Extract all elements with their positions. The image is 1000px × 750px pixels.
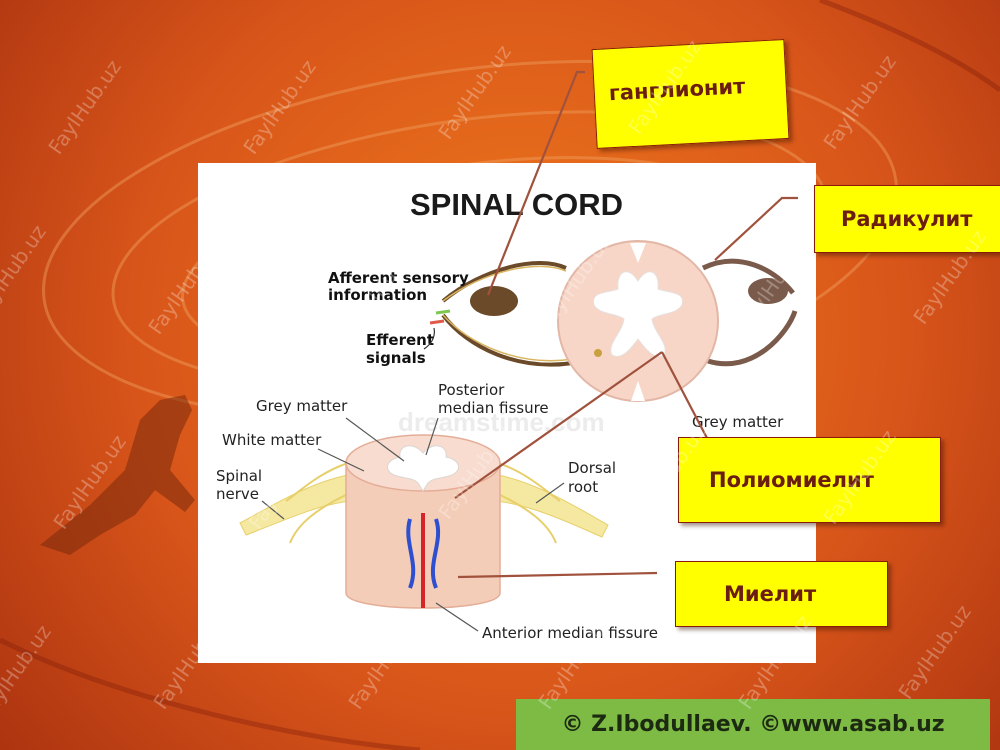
right-nerve-lower — [707, 310, 798, 367]
diagram-title: SPINAL CORD — [410, 187, 623, 222]
callout-poliomielit-text: Полиомиелит — [709, 468, 874, 492]
label-efferent-line1: Efferent — [366, 331, 434, 349]
label-afferent-line2: information — [328, 286, 427, 304]
credit-text: © Z.Ibodullaev. ©www.asab.uz — [561, 712, 945, 737]
label-spinal-line1: Spinal — [216, 467, 262, 485]
anterior-spinal-vein-left — [406, 518, 416, 589]
label-dorsal-line2: root — [568, 478, 598, 496]
label-posterior-line2: median fissure — [438, 399, 549, 417]
grey-matter-butterfly — [592, 271, 684, 357]
credit-banner: © Z.Ibodullaev. ©www.asab.uz — [516, 699, 990, 750]
callout-ganglionit-text: ганглионит — [608, 74, 746, 106]
label-grey-matter-left: Grey matter — [256, 397, 348, 415]
runner-silhouette — [40, 395, 195, 555]
label-afferent-line1: Afferent sensory — [328, 269, 469, 287]
label-dorsal-line1: Dorsal — [568, 459, 616, 477]
callout-radikulit: Радикулит — [814, 185, 1000, 253]
cord-cross-section — [429, 240, 798, 402]
callout-mielit-text: Миелит — [724, 582, 817, 606]
anterior-spinal-vein-right — [430, 518, 441, 589]
left-ganglion — [470, 286, 518, 316]
callout-mielit: Миелит — [675, 561, 888, 627]
label-posterior-line1: Posterior — [438, 381, 505, 399]
posterior-fissure-notch — [630, 243, 646, 263]
label-anterior-fissure: Anterior median fissure — [482, 624, 658, 642]
label-white-matter: White matter — [222, 431, 322, 449]
cord-segment-3d — [239, 434, 609, 609]
left-nerve-lower — [441, 313, 574, 367]
label-efferent-line2: signals — [366, 349, 426, 367]
callout-radikulit-text: Радикулит — [841, 207, 973, 231]
right-ganglion — [748, 278, 788, 304]
callout-ganglionit: ганглионит — [591, 39, 790, 149]
left-nerve-lower-fiber — [442, 314, 574, 362]
label-grey-matter-right: Grey matter — [692, 413, 784, 431]
label-spinal-line2: nerve — [216, 485, 259, 503]
segment-grey-matter — [386, 445, 460, 492]
right-nerve-upper — [701, 258, 795, 295]
callout-poliomielit: Полиомиелит — [678, 437, 941, 523]
